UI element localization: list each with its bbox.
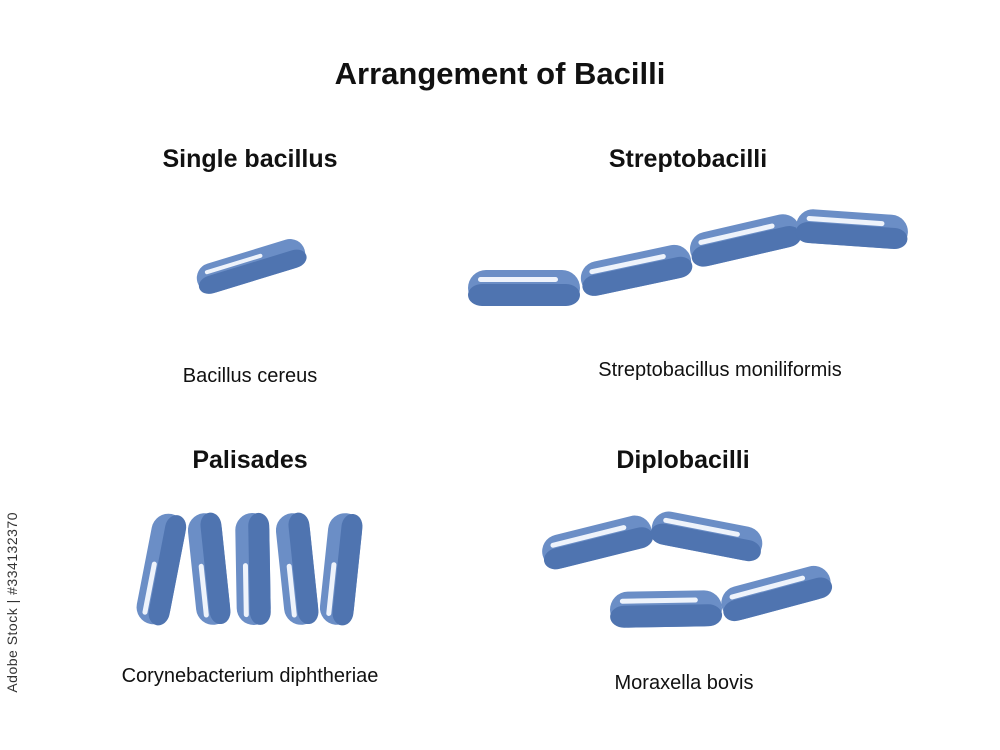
single-bacillus-heading: Single bacillus xyxy=(162,145,338,173)
streptobacilli-group xyxy=(468,209,908,306)
bacillus-cell xyxy=(542,515,654,570)
palisades-heading: Palisades xyxy=(192,446,308,474)
diplobacilli-heading: Diplobacilli xyxy=(616,446,750,474)
page-title: Arrangement of Bacilli xyxy=(334,56,666,91)
moraxella-bovis-label: Moraxella bovis xyxy=(614,672,754,694)
bacillus-cell xyxy=(795,209,908,249)
bacillus-cell xyxy=(721,565,833,622)
palisades-group xyxy=(136,512,363,626)
bacillus-cereus-label: Bacillus cereus xyxy=(182,365,318,387)
bacillus-cell xyxy=(650,511,763,562)
bacillus-cell xyxy=(136,513,187,626)
bacillus-cell xyxy=(187,512,231,625)
bacillus-cell xyxy=(235,512,271,625)
bacillus-cell xyxy=(689,214,802,267)
corynebacterium-diphtheriae-label: Corynebacterium diphtheriae xyxy=(121,665,379,687)
bacillus-cell xyxy=(580,244,693,296)
bacillus-cell xyxy=(610,590,723,628)
diplobacilli-group xyxy=(542,511,833,628)
single-bacillus-group xyxy=(196,239,307,294)
bacillus-cell xyxy=(319,513,363,626)
streptobacilli-heading: Streptobacilli xyxy=(608,145,768,173)
streptobacillus-moniliformis-label: Streptobacillus moniliformis xyxy=(598,359,842,381)
bacillus-cell xyxy=(468,270,580,306)
bacillus-cell xyxy=(196,239,307,294)
bacillus-cell xyxy=(275,512,319,625)
